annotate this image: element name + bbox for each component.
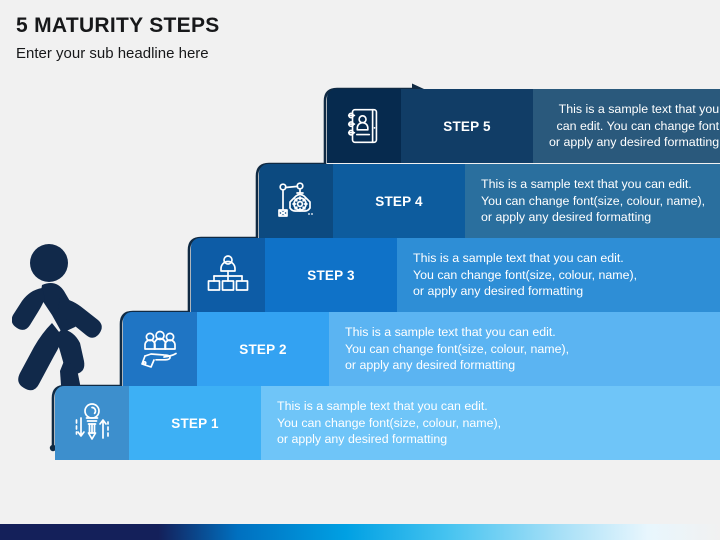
lightbulb-arrows-icon <box>75 403 109 440</box>
step-row-2[interactable]: STEP 2 This is a sample text that you ca… <box>123 312 720 386</box>
hand-holding-people-icon <box>141 330 177 368</box>
step-3-text-line-2: You can change font(size, colour, name), <box>413 267 638 282</box>
step-5-text-line-3: or apply any desired formatting <box>549 135 720 150</box>
header: 5 MATURITY STEPS Enter your sub headline… <box>16 14 220 63</box>
step-5-label[interactable]: STEP 5 <box>401 89 533 163</box>
walking-person-icon <box>12 244 102 394</box>
step-3-text-line-1: This is a sample text that you can edit. <box>413 251 624 266</box>
step-4-text-line-2: You can change font(size, colour, name), <box>481 193 706 208</box>
step-1-text: This is a sample text that you can edit.… <box>261 386 720 460</box>
step-4-text-line-1: This is a sample text that you can edit. <box>481 177 692 192</box>
step-4-icon-box <box>259 164 333 238</box>
step-1-label[interactable]: STEP 1 <box>129 386 261 460</box>
step-1-text-line-2: You can change font(size, colour, name), <box>277 415 502 430</box>
step-row-5[interactable]: STEP 5 This is a sample text that you ca… <box>327 89 720 163</box>
step-row-3[interactable]: STEP 3 This is a sample text that you ca… <box>191 238 720 312</box>
step-2-text: This is a sample text that you can edit.… <box>329 312 720 386</box>
page-subtitle: Enter your sub headline here <box>16 45 209 63</box>
step-row-4[interactable]: STEP 4 This is a sample text that you ca… <box>259 164 720 238</box>
step-1-text-line-1: This is a sample text that you can edit. <box>277 399 488 414</box>
step-4-label[interactable]: STEP 4 <box>333 164 465 238</box>
step-3-text-line-3: or apply any desired formatting <box>413 284 584 299</box>
step-3-text: This is a sample text that you can edit.… <box>397 238 720 312</box>
step-2-text-line-2: You can change font(size, colour, name), <box>345 341 570 356</box>
step-2-text-line-1: This is a sample text that you can edit. <box>345 325 556 340</box>
step-4-text-line-3: or apply any desired formatting <box>481 210 652 225</box>
step-2-label[interactable]: STEP 2 <box>197 312 329 386</box>
step-5-text: This is a sample text that you can edit.… <box>533 89 720 163</box>
gradient-footer-bar <box>0 524 720 540</box>
step-3-icon-box <box>191 238 265 312</box>
step-3-label[interactable]: STEP 3 <box>265 238 397 312</box>
step-1-icon-box <box>55 386 129 460</box>
page-title: 5 MATURITY STEPS <box>16 14 220 37</box>
step-5-text-line-2: can edit. You can change font <box>556 118 720 133</box>
step-5-text-line-1: This is a sample text that you <box>558 102 720 117</box>
robot-arm-gear-icon <box>278 182 313 217</box>
org-chart-icon <box>207 255 249 291</box>
step-4-text: This is a sample text that you can edit.… <box>465 164 720 238</box>
step-2-text-line-3: or apply any desired formatting <box>345 358 516 373</box>
step-5-icon-box <box>327 89 401 163</box>
step-row-1[interactable]: STEP 1 This is a sample text that you ca… <box>55 386 720 460</box>
step-2-icon-box <box>123 312 197 386</box>
step-1-text-line-3: or apply any desired formatting <box>277 432 448 447</box>
contact-book-icon <box>347 108 378 144</box>
